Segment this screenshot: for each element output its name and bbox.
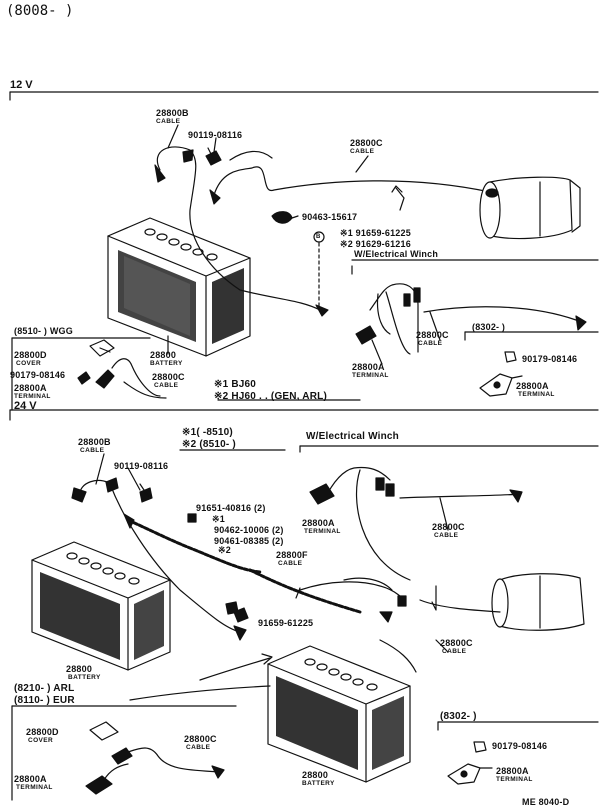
star2-marker: ※2 (218, 545, 231, 555)
cable-eur-name: CABLE (186, 744, 211, 751)
winch-terminal-12v-name: TERMINAL (352, 372, 389, 379)
cable-wgg-name: CABLE (154, 382, 179, 389)
cable-f-part-number: 28800F (276, 550, 308, 560)
terminal-wgg-part-number: 28800A (14, 383, 47, 393)
cable-c-part-number: 28800C (350, 138, 383, 148)
part-90462: 90462-10006 (2) (214, 525, 284, 535)
battery-12v-part-number: 28800 (150, 350, 177, 360)
note-1: ※1 BJ60 (214, 379, 257, 390)
terminal-wgg-name: TERMINAL (14, 393, 51, 400)
range-24v-1: ※1( -8510) (182, 427, 233, 438)
battery-12v-name: BATTERY (150, 360, 183, 367)
voltage-24v-label: 24 V (14, 400, 37, 412)
clamp-part-number: 90463-15617 (302, 212, 358, 222)
terminal-8302-12v-part-number: 28800A (516, 381, 549, 391)
battery2-24v-name: BATTERY (302, 780, 335, 787)
terminal-8302-12v-name: TERMINAL (518, 391, 555, 398)
b-marker-label: B (316, 234, 321, 240)
cable-b-part-number: 28800B (156, 108, 189, 118)
bolt-12v-part-number: 90119-08116 (188, 130, 243, 140)
bolt-24v-part-number: 90119-08116 (114, 461, 169, 471)
cable-c-12v (213, 166, 491, 196)
winch-12v-title: W/Electrical Winch (354, 249, 439, 259)
battery-24v-right (267, 645, 411, 783)
star1-marker: ※1 (212, 514, 225, 524)
alt-part-2: ※2 91629-61216 (340, 239, 411, 249)
nut-wgg-part-number: 90179-08146 (10, 370, 66, 380)
header-code: (8008- ) (6, 3, 74, 19)
cable-c2-24v-name: CABLE (442, 648, 467, 655)
battery2-24v-part-number: 28800 (302, 770, 329, 780)
cable-b-12v (156, 146, 321, 311)
winch-24v-title: W/Electrical Winch (306, 431, 399, 442)
terminal-24v-part-number: 28800A (302, 518, 335, 528)
terminal-8302-24v-name: TERMINAL (496, 776, 533, 783)
starter-motor (479, 176, 581, 240)
starter-motor-24v (491, 573, 585, 631)
nut-8302-24v-part-number: 90179-08146 (492, 741, 548, 751)
cover-12v-name: COVER (16, 360, 42, 367)
terminal-8302-24v-part-number: 28800A (496, 766, 529, 776)
part-90461: 90461-08385 (2) (214, 536, 284, 546)
eur-range-label: (8110- ) EUR (14, 695, 75, 706)
cable-b-24v-name: CABLE (80, 447, 105, 454)
terminal-eur-part-number: 28800A (14, 774, 47, 784)
cable-eur-part-number: 28800C (184, 734, 217, 744)
cover-24v-part-number: 28800D (26, 727, 59, 737)
cable-b-24v-part-number: 28800B (78, 437, 111, 447)
battery-12v (107, 217, 251, 357)
winch-cable-24v (323, 466, 391, 501)
cover-24v-name: COVER (28, 737, 54, 744)
cable-f-name: CABLE (278, 560, 303, 567)
winch-terminal-12v-part-number: 28800A (352, 362, 385, 372)
cable-c-name: CABLE (350, 148, 375, 155)
cable-wgg-part-number: 28800C (152, 372, 185, 382)
battery-24v-left (31, 541, 171, 671)
bolt2-24v-part-number: 91651-40816 (2) (196, 503, 266, 513)
cable-b-24v (79, 479, 241, 633)
voltage-12v-label: 12 V (10, 79, 33, 91)
winch-cable-12v-part-number: 28800C (416, 330, 449, 340)
cable-c2-24v-part-number: 28800C (440, 638, 473, 648)
terminal-eur-name: TERMINAL (16, 784, 53, 791)
cable-b-name: CABLE (156, 118, 181, 125)
range-8302-24v: (8302- ) (440, 711, 477, 722)
terminal-24v-name: TERMINAL (304, 528, 341, 535)
wgg-range-label: (8510- ) WGG (14, 326, 73, 336)
arl-range-label: (8210- ) ARL (14, 683, 75, 694)
footer-code: ME 8040-D (522, 797, 570, 807)
battery-24v-part-number: 28800 (66, 664, 93, 674)
range-8302-12v: (8302- ) (472, 322, 506, 332)
range-24v-2: ※2 (8510- ) (182, 439, 236, 450)
cable-c-24v-name: CABLE (434, 532, 459, 539)
nut-8302-12v-part-number: 90179-08146 (522, 354, 578, 364)
bolt3-24v-part-number: 91659-61225 (258, 618, 314, 628)
cover-12v-part-number: 28800D (14, 350, 47, 360)
alt-part-1: ※1 91659-61225 (340, 228, 411, 238)
note-2: ※2 HJ60 . . (GEN, ARL) (214, 391, 327, 402)
winch-cable-12v-name: CABLE (418, 340, 443, 347)
cable-c-24v-part-number: 28800C (432, 522, 465, 532)
battery-24v-name: BATTERY (68, 674, 101, 681)
